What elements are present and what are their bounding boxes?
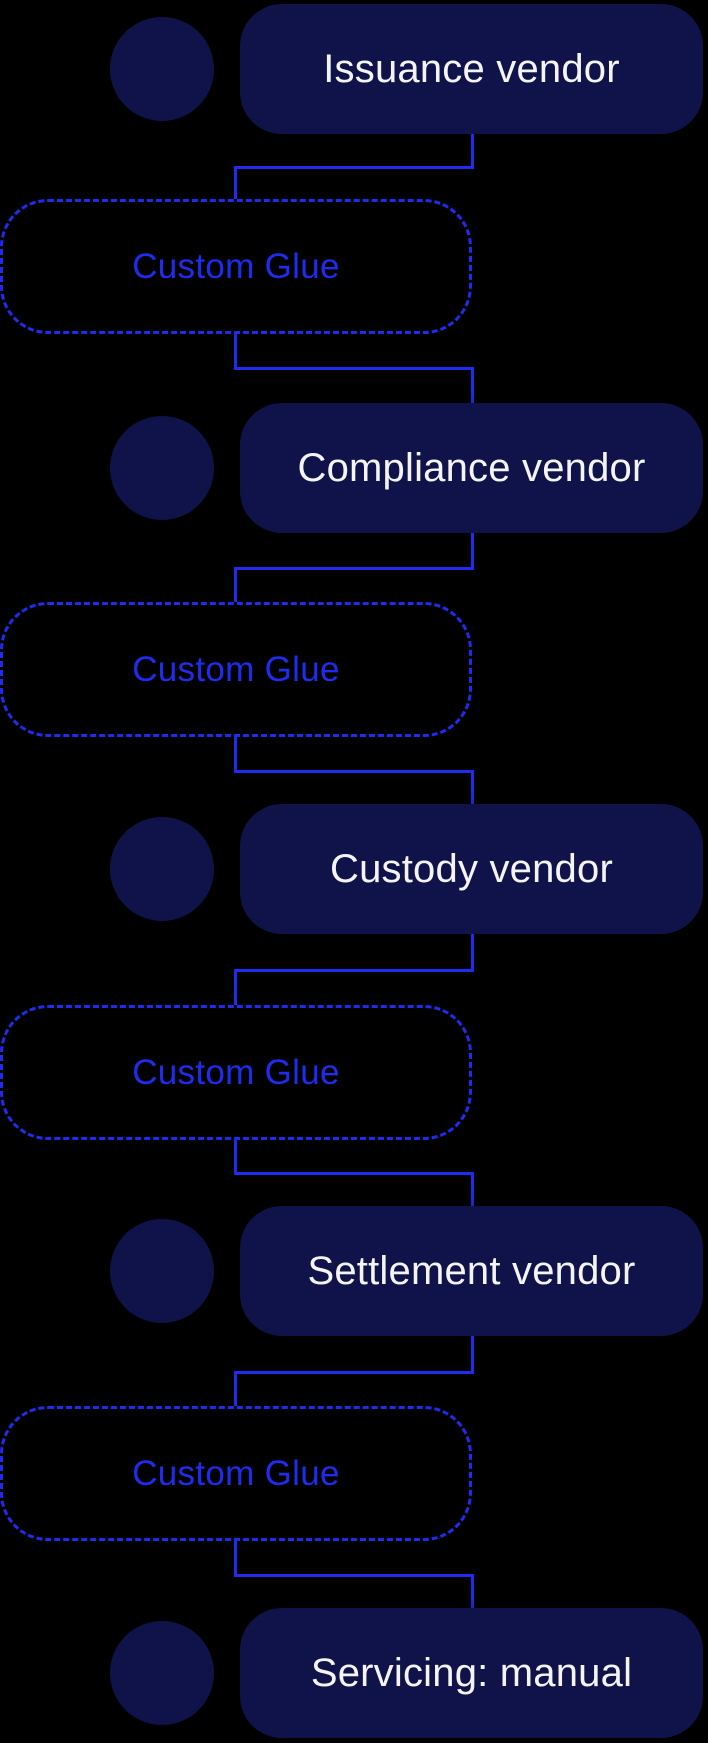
connector-glue2-custody-stub bbox=[234, 737, 237, 773]
connector-custody-glue3-elbow bbox=[234, 969, 474, 1005]
vendor-label: Settlement vendor bbox=[307, 1248, 636, 1293]
vendor-circle-icon bbox=[110, 416, 214, 520]
vendor-row-settlement: Settlement vendor bbox=[0, 1206, 708, 1336]
connector-settlement-glue4-elbow bbox=[234, 1371, 474, 1406]
glue-node-1: Custom Glue bbox=[0, 199, 472, 334]
glue-node-2: Custom Glue bbox=[0, 602, 472, 737]
connector-settlement-glue4-stub bbox=[471, 1336, 474, 1374]
vendor-row-issuance: Issuance vendor bbox=[0, 4, 708, 134]
connector-glue4-servicing-elbow bbox=[234, 1574, 474, 1608]
connector-glue4-servicing-stub bbox=[234, 1541, 237, 1577]
connector-glue2-custody-elbow bbox=[234, 770, 474, 804]
connector-compliance-glue2-elbow bbox=[234, 567, 474, 602]
vendor-row-custody: Custody vendor bbox=[0, 804, 708, 934]
vendor-node-custody: Custody vendor bbox=[240, 804, 703, 934]
vendor-node-issuance: Issuance vendor bbox=[240, 4, 703, 134]
glue-label: Custom Glue bbox=[132, 649, 340, 689]
vendor-label: Custody vendor bbox=[330, 846, 613, 891]
glue-label: Custom Glue bbox=[132, 246, 340, 286]
connector-issuance-glue1-elbow bbox=[234, 166, 474, 199]
glue-label: Custom Glue bbox=[132, 1453, 340, 1493]
vendor-circle-icon bbox=[110, 817, 214, 921]
vendor-label: Compliance vendor bbox=[297, 445, 646, 490]
connector-glue3-settlement-elbow bbox=[234, 1172, 474, 1206]
glue-node-3: Custom Glue bbox=[0, 1005, 472, 1140]
glue-label: Custom Glue bbox=[132, 1052, 340, 1092]
vendor-node-settlement: Settlement vendor bbox=[240, 1206, 703, 1336]
connector-glue1-compliance-stub bbox=[234, 334, 237, 370]
connector-issuance-glue1-stub bbox=[471, 134, 474, 169]
vendor-circle-icon bbox=[110, 1219, 214, 1323]
connector-glue3-settlement-stub bbox=[234, 1140, 237, 1175]
vendor-node-compliance: Compliance vendor bbox=[240, 403, 703, 533]
glue-node-4: Custom Glue bbox=[0, 1406, 472, 1541]
connector-glue1-compliance-elbow bbox=[234, 367, 474, 403]
vendor-label: Servicing: manual bbox=[310, 1650, 633, 1695]
vendor-row-compliance: Compliance vendor bbox=[0, 403, 708, 533]
vendor-circle-icon bbox=[110, 1621, 214, 1725]
connector-custody-glue3-stub bbox=[471, 934, 474, 972]
vendor-label: Issuance vendor bbox=[323, 46, 620, 91]
vendor-circle-icon bbox=[110, 17, 214, 121]
connector-compliance-glue2-stub bbox=[471, 533, 474, 570]
vendor-row-servicing: Servicing: manual bbox=[0, 1608, 708, 1738]
vendor-node-servicing: Servicing: manual bbox=[240, 1608, 703, 1738]
